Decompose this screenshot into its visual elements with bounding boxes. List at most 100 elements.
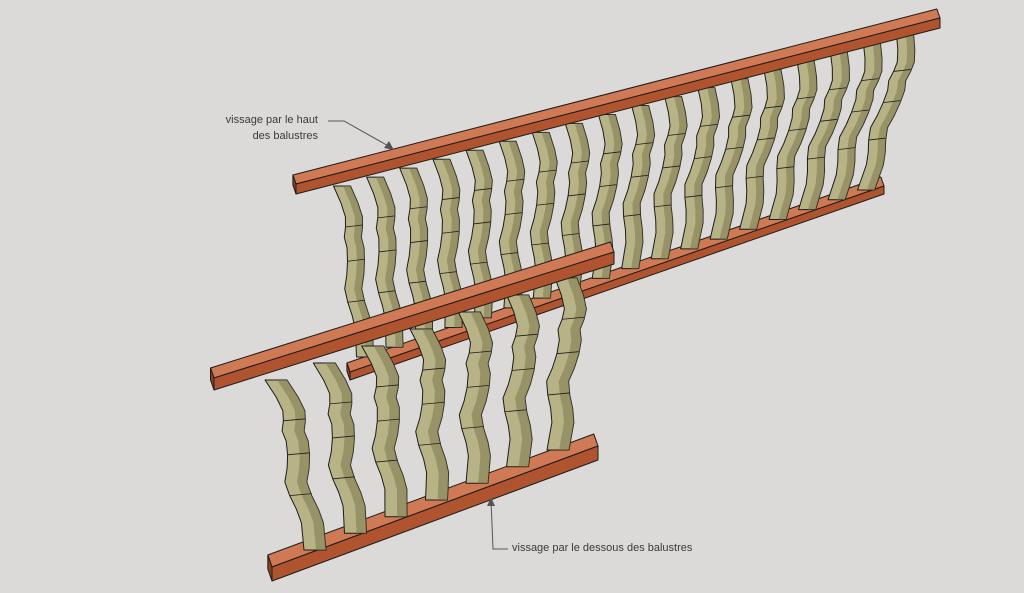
back-baluster-17-ring-2: [837, 147, 856, 151]
back-baluster-15-shade: [778, 60, 817, 220]
front-baluster-7-shade: [558, 278, 587, 450]
back-baluster-11-ring-1: [662, 165, 680, 169]
front-baluster-6-shade: [515, 295, 540, 467]
back-baluster-15-ring-1: [788, 128, 806, 132]
annotation-bottom-screwing: vissage par le dessous des balustres: [512, 542, 693, 554]
front-baluster-4-ring-0: [422, 367, 445, 371]
front-baluster-5-ring-1: [467, 384, 490, 388]
back-baluster-16-ring-2: [807, 156, 825, 160]
back-baluster-10-shade: [631, 105, 655, 269]
front-baluster-3-shade: [373, 346, 407, 517]
front-baluster-6-ring-2: [504, 409, 527, 413]
front-baluster-5-ring-0: [469, 350, 492, 354]
back-baluster-18-ring-0: [893, 69, 911, 72]
front-railing-panel: [210, 241, 615, 582]
back-baluster-12-ring-2: [684, 194, 702, 198]
back-baluster-6-shade: [508, 141, 525, 308]
front-top-rail-end-cap: [210, 367, 215, 391]
leader-bottom: [490, 499, 508, 550]
back-baluster-9-ring-0: [603, 151, 621, 155]
back-baluster-9-ring-1: [599, 184, 617, 188]
front-baluster-6-ring-0: [515, 333, 538, 337]
back-baluster-5-ring-2: [470, 261, 488, 265]
back-top-rail-end-cap: [292, 174, 297, 195]
back-baluster-4-shade: [442, 159, 463, 328]
back-baluster-13-shade: [719, 78, 752, 240]
leader-bottom-arrowhead: [487, 497, 495, 506]
annotation-top-line2: des balustres: [252, 130, 318, 142]
back-baluster-7-ring-0: [538, 169, 557, 173]
front-baluster-3-ring-1: [377, 418, 400, 422]
back-baluster-10-ring-0: [635, 142, 653, 146]
back-baluster-3-ring-1: [410, 240, 428, 243]
back-baluster-5-ring-0: [474, 188, 492, 191]
front-baluster-2-ring-0: [329, 401, 352, 405]
back-baluster-18-ring-2: [868, 137, 886, 141]
back-baluster-15-ring-0: [796, 96, 814, 100]
back-baluster-3-ring-0: [409, 206, 428, 210]
back-baluster-10-ring-1: [631, 174, 649, 178]
back-baluster-11-shade: [660, 96, 688, 259]
back-baluster-17-ring-0: [861, 78, 879, 81]
back-baluster-6-ring-2: [500, 252, 519, 255]
back-baluster-17-ring-1: [851, 109, 869, 113]
back-baluster-1-ring-1: [347, 258, 365, 262]
front-baluster-7-ring-1: [556, 351, 579, 355]
back-railing-panel: [292, 8, 941, 381]
back-baluster-2-shade: [376, 177, 403, 348]
back-baluster-11-ring-0: [667, 133, 685, 136]
back-baluster-13-ring-0: [732, 114, 750, 118]
back-baluster-6-ring-1: [505, 212, 523, 215]
back-bottom-rail-end-cap: [346, 362, 351, 381]
back-baluster-10-ring-2: [623, 214, 641, 217]
back-baluster-2-ring-1: [378, 249, 397, 253]
front-baluster-1-ring-2: [289, 493, 312, 496]
back-baluster-16-shade: [807, 51, 850, 210]
back-baluster-8-shade: [570, 123, 590, 289]
back-baluster-14-ring-2: [746, 175, 764, 179]
back-baluster-9-ring-2: [592, 223, 610, 227]
back-baluster-7-ring-2: [531, 242, 549, 246]
back-baluster-14-shade: [749, 69, 785, 230]
back-baluster-3-shade: [409, 168, 433, 338]
leader-top: [328, 120, 393, 149]
leader-top-arrowhead: [384, 141, 394, 150]
back-baluster-4-ring-0: [442, 197, 460, 200]
back-baluster-8-ring-2: [562, 233, 580, 236]
annotation-leaders: [328, 120, 508, 550]
back-baluster-16-ring-0: [829, 87, 847, 91]
back-baluster-8-ring-1: [568, 193, 586, 197]
annotation-top-line1: vissage par le haut: [225, 114, 318, 126]
front-baluster-1-ring-1: [287, 452, 310, 456]
annotation-top-screwing: vissage par le haut des balustres: [200, 112, 318, 144]
back-baluster-2-ring-2: [378, 290, 396, 294]
front-baluster-6-ring-1: [511, 368, 535, 371]
back-baluster-12-shade: [690, 87, 720, 249]
back-baluster-14-ring-1: [757, 137, 775, 141]
back-baluster-17-shade: [837, 42, 882, 200]
front-baluster-3-ring-0: [376, 384, 399, 388]
back-baluster-16-ring-1: [820, 118, 838, 122]
back-baluster-15-ring-2: [776, 166, 794, 170]
back-baluster-5-shade: [475, 150, 493, 318]
front-baluster-2-ring-2: [332, 476, 355, 480]
back-baluster-2-ring-0: [377, 215, 395, 219]
back-baluster-12-ring-1: [694, 156, 712, 160]
back-baluster-5-ring-1: [473, 221, 491, 225]
front-baluster-5-shade: [470, 312, 493, 484]
front-baluster-2-shade: [325, 363, 367, 534]
front-bottom-rail-end-cap: [267, 554, 273, 582]
back-baluster-1-ring-2: [347, 299, 365, 303]
back-baluster-13-ring-2: [715, 185, 733, 189]
back-baluster-13-ring-1: [725, 146, 743, 150]
front-baluster-1-shade: [277, 380, 326, 550]
front-baluster-4-ring-2: [418, 442, 441, 446]
back-baluster-1-ring-0: [345, 224, 363, 228]
front-baluster-3-ring-2: [375, 459, 398, 463]
back-baluster-3-ring-2: [409, 280, 427, 284]
back-baluster-8-ring-0: [571, 160, 589, 164]
front-baluster-5-ring-2: [461, 426, 484, 429]
back-baluster-9-shade: [601, 114, 623, 279]
back-baluster-7-ring-1: [536, 202, 554, 206]
back-baluster-6-ring-0: [506, 178, 524, 182]
